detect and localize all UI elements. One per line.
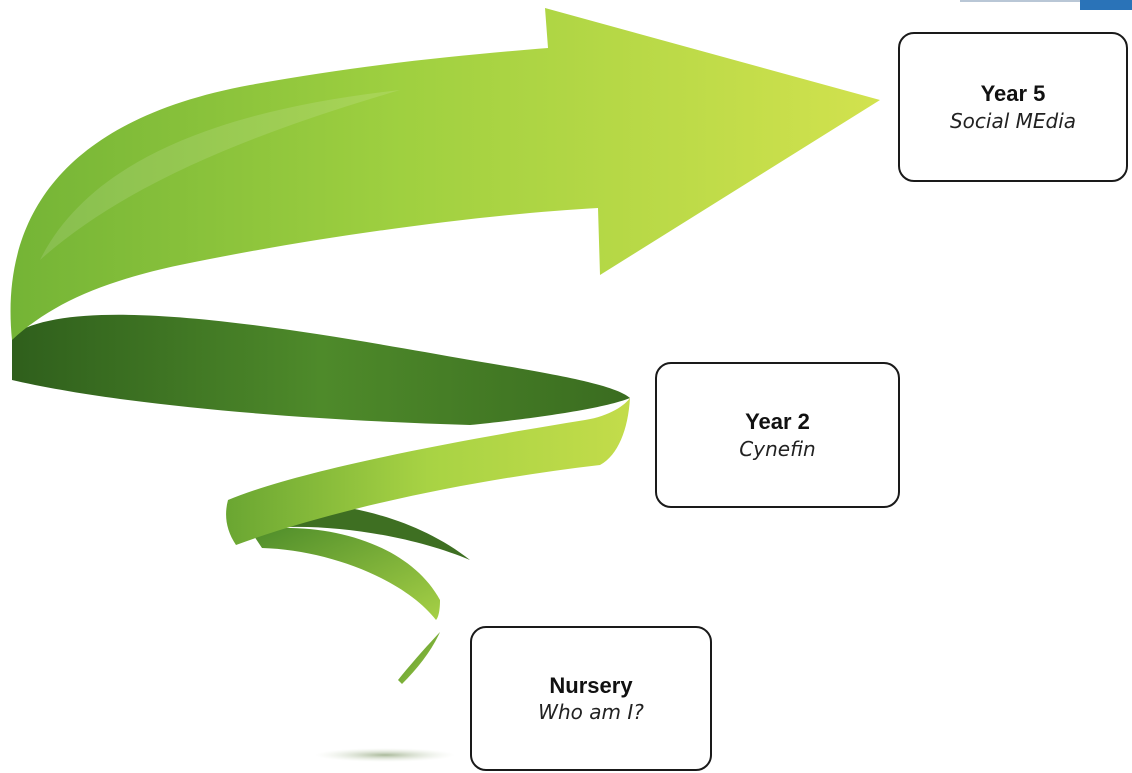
- ribbon-lower-twist: [250, 527, 440, 620]
- stage-title-nursery: Nursery: [549, 672, 633, 698]
- ribbon-upper-coil-back: [12, 314, 630, 425]
- stage-topic-nursery: Who am I?: [538, 700, 644, 725]
- ribbon-main-arrow: [10, 8, 880, 340]
- corner-accent-bar: [1080, 0, 1132, 10]
- stage-topic-year2: Cynefin: [739, 436, 816, 461]
- top-border-line: [960, 0, 1080, 2]
- stage-title-year5: Year 5: [980, 81, 1046, 107]
- ribbon-tip-piece: [398, 632, 440, 684]
- ribbon-middle-coil-front: [226, 398, 630, 545]
- stage-box-year2: Year 2 Cynefin: [655, 362, 900, 508]
- stage-topic-year5: Social MEdia: [949, 108, 1077, 133]
- stage-title-year2: Year 2: [745, 409, 810, 435]
- ground-shadow: [315, 748, 455, 762]
- stage-box-nursery: Nursery Who am I?: [470, 626, 712, 771]
- stage-box-year5: Year 5 Social MEdia: [898, 32, 1128, 182]
